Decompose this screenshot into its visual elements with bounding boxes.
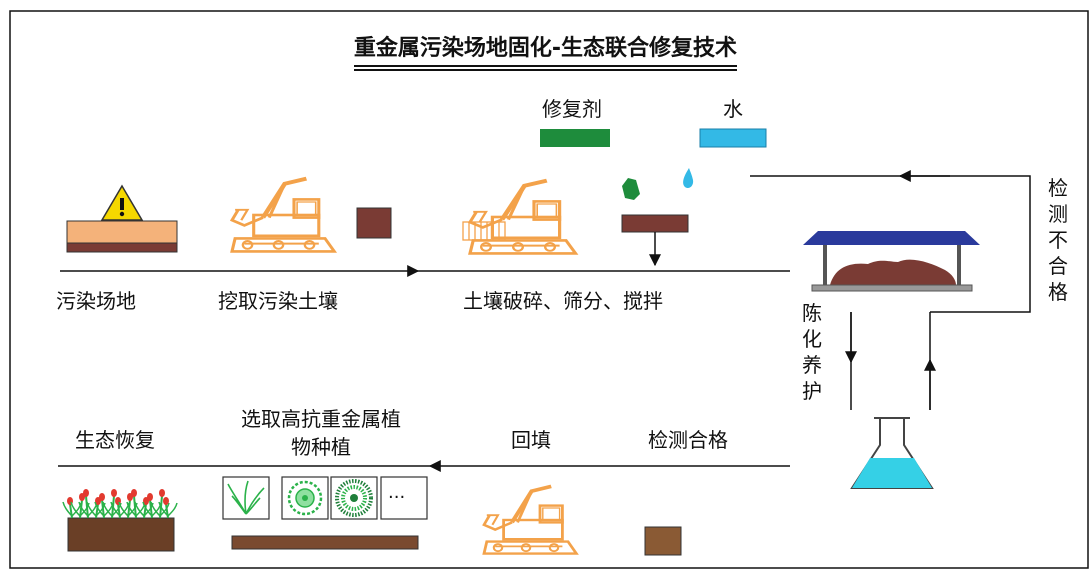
test-failed-loop xyxy=(750,175,1031,313)
test-flask-icon xyxy=(850,417,934,489)
outer-frame xyxy=(9,10,1089,569)
curing-label: 陈化养护 xyxy=(802,301,822,403)
flower-bud xyxy=(131,489,137,497)
planting-soil-bar xyxy=(231,535,419,550)
flower-bud xyxy=(163,497,169,505)
excavator-icon-3 xyxy=(484,486,576,553)
mixing-soil-block xyxy=(621,214,689,233)
water-label: 水 xyxy=(723,97,743,121)
crush-sieve-mix-label: 土壤破碎、筛分、搅拌 xyxy=(463,289,663,313)
flower-stem xyxy=(85,495,89,519)
select-plants-label: 选取高抗重金属植物种植 xyxy=(241,407,401,459)
flower-bud xyxy=(159,489,165,497)
flower-bud xyxy=(83,489,89,497)
remediation-agent-bar xyxy=(540,129,610,147)
eco-restoration-label: 生态恢复 xyxy=(75,428,155,452)
backfill-label: 回填 xyxy=(511,428,551,452)
flower-leaf xyxy=(158,501,178,517)
excavator-icon-1 xyxy=(232,179,334,252)
eco-restoration-planter-icon xyxy=(62,489,178,552)
water-drop-icon xyxy=(683,168,694,189)
contaminated-site-label: 污染场地 xyxy=(56,289,136,313)
test-failed-label: 检测不合格 xyxy=(1048,176,1068,304)
plant-tile-rosette xyxy=(330,476,378,520)
plant-tile-grass xyxy=(222,476,270,520)
curing-shed-icon xyxy=(803,231,980,292)
excavate-label: 挖取污染土壤 xyxy=(218,289,338,313)
ellipsis-icon: ··· xyxy=(388,487,406,508)
flower-bud xyxy=(147,493,153,501)
flower-stem xyxy=(133,495,137,519)
clean-soil-block xyxy=(644,526,682,556)
excavated-soil-block xyxy=(356,207,392,239)
test-passed-label: 检测合格 xyxy=(648,428,728,452)
plant-tile-more xyxy=(380,476,428,520)
flower-bud xyxy=(99,493,105,501)
contaminated-site-icon xyxy=(66,184,178,253)
water-bar xyxy=(699,128,767,148)
plant-tile-moss xyxy=(281,476,329,520)
remediation-agent-label: 修复剂 xyxy=(542,97,602,121)
excavator-icon-2 xyxy=(470,181,576,254)
agent-drop-icon xyxy=(622,178,640,200)
flower-bud xyxy=(111,489,117,497)
diagram-title: 重金属污染场地固化-生态联合修复技术 xyxy=(353,35,738,71)
crusher-grid-icon xyxy=(462,221,506,241)
